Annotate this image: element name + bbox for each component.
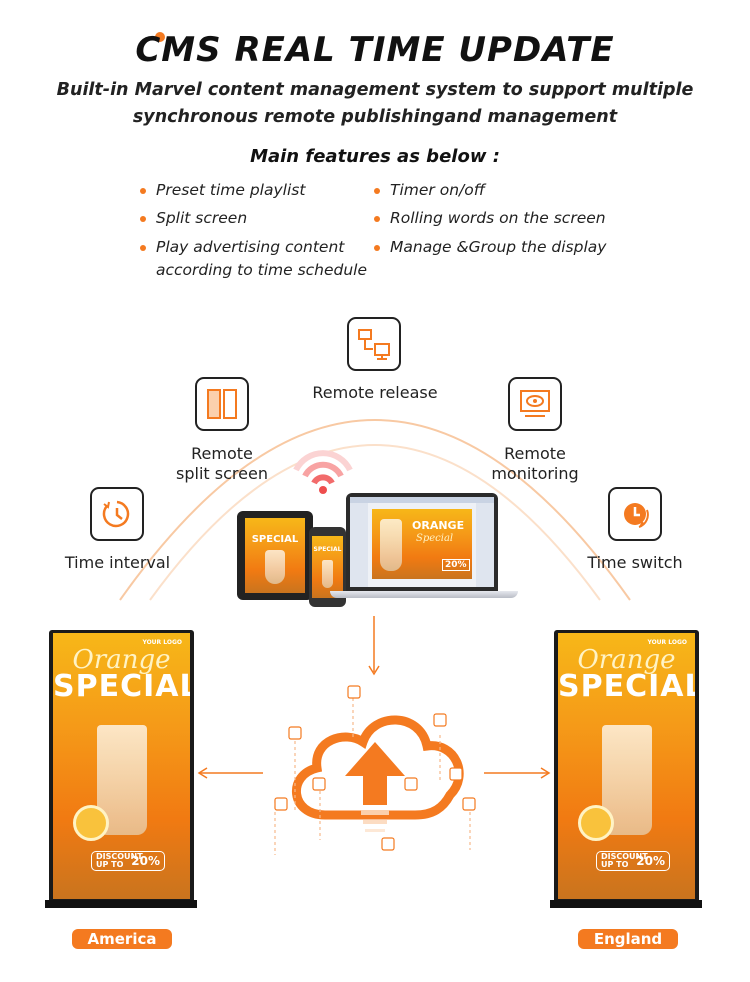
poster-orange: Orange xyxy=(577,645,676,675)
poster-special: SPECIAL xyxy=(558,669,695,704)
feature-item: Preset time playlist xyxy=(140,179,305,202)
page-title: CMS REAL TIME UPDATE xyxy=(135,30,615,70)
poster-orange: Orange xyxy=(72,645,171,675)
laptop-poster-orange: ORANGE xyxy=(412,519,465,532)
time-interval-icon xyxy=(90,487,144,541)
cloud-upload-icon xyxy=(274,685,476,855)
time-interval-label: Time interval xyxy=(64,553,171,572)
remote-split-label-1: Remote xyxy=(191,444,253,463)
monitoring-icon xyxy=(508,377,562,431)
feature-item-continued: according to time schedule xyxy=(156,261,368,279)
connection-arcs xyxy=(119,419,631,601)
remote-split-label-2: split screen xyxy=(176,464,268,483)
laptop-poster-special: Special xyxy=(416,533,454,544)
feature-item: Rolling words on the screen xyxy=(374,207,606,230)
feature-item: Timer on/off xyxy=(374,179,485,202)
laptop-poster-percent: 20% xyxy=(442,559,470,571)
tablet-poster-title: SPECIAL xyxy=(251,534,299,545)
split-screen-icon xyxy=(195,377,249,431)
title-accent-dot xyxy=(155,32,165,42)
subtitle-line-2: synchronous remote publishingand managem… xyxy=(132,107,618,127)
remote-monitor-label-1: Remote xyxy=(504,444,566,463)
wifi-signal-icon xyxy=(293,450,353,494)
down-arrow-icon xyxy=(368,616,380,676)
kiosk-base-right xyxy=(550,900,702,908)
laptop-base xyxy=(330,591,518,598)
poster-special: SPECIAL xyxy=(53,669,190,704)
kiosk-display-right: YOUR LOGO Orange SPECIAL DISCOUNT UP TO … xyxy=(554,630,699,904)
poster-logo: YOUR LOGO xyxy=(647,639,687,646)
feature-item: Split screen xyxy=(140,207,247,230)
tablet-device: SPECIAL xyxy=(237,511,313,600)
time-switch-icon xyxy=(608,487,662,541)
kiosk-base-left xyxy=(45,900,197,908)
poster-logo: YOUR LOGO xyxy=(142,639,182,646)
right-arrow-icon xyxy=(484,767,551,779)
location-label-england: England xyxy=(578,929,678,949)
remote-release-label: Remote release xyxy=(312,383,438,402)
poster-discount-box: DISCOUNT UP TO 20% xyxy=(596,851,670,871)
feature-item: Play advertising content xyxy=(140,236,344,259)
poster-discount-box: DISCOUNT UP TO 20% xyxy=(91,851,165,871)
left-arrow-icon xyxy=(197,767,263,779)
location-label-america: America xyxy=(72,929,172,949)
time-switch-label: Time switch xyxy=(587,553,683,572)
laptop-screen: ORANGE Special 20% xyxy=(346,493,498,591)
feature-item: Manage &Group the display xyxy=(374,236,606,259)
remote-monitor-label-2: monitoring xyxy=(491,464,579,483)
features-heading: Main features as below : xyxy=(250,146,500,167)
kiosk-display-left: YOUR LOGO Orange SPECIAL DISCOUNT UP TO … xyxy=(49,630,194,904)
remote-release-icon xyxy=(347,317,401,371)
phone-poster-title: SPECIAL xyxy=(313,546,342,553)
subtitle-line-1: Built-in Marvel content management syste… xyxy=(56,80,694,100)
